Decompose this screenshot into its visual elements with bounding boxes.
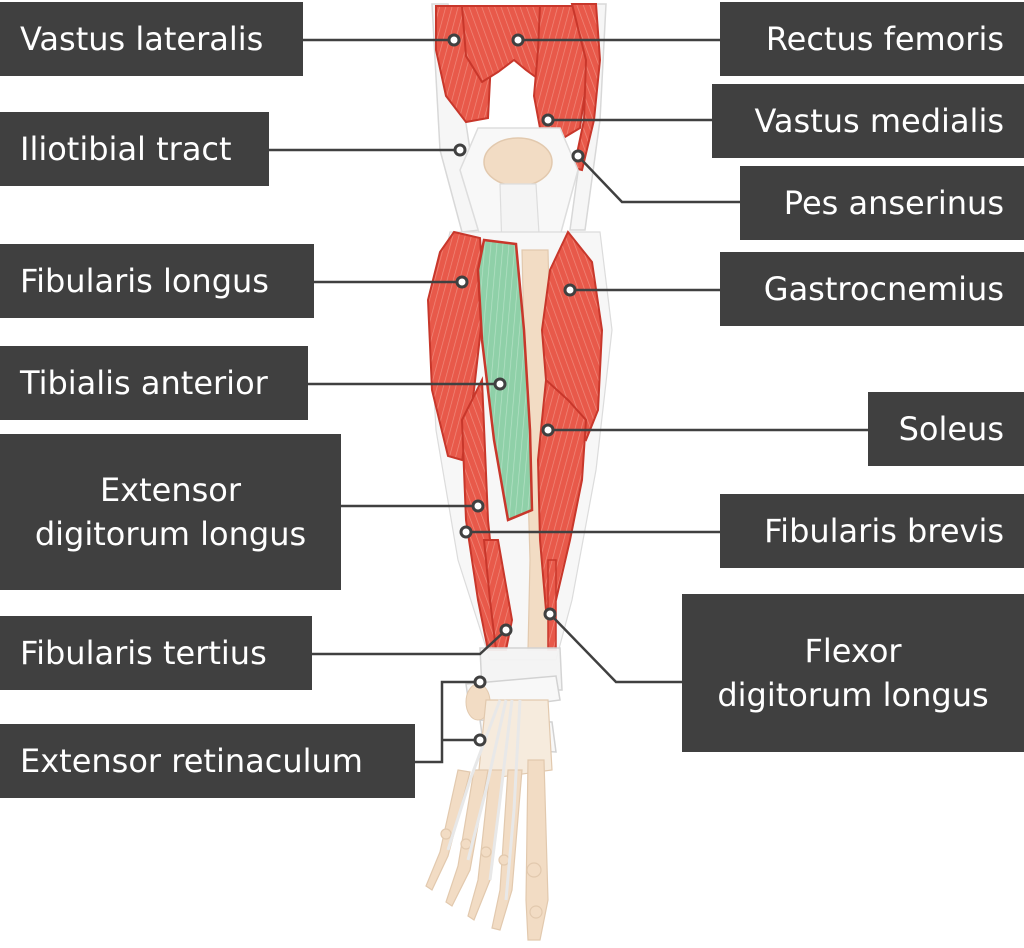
label-text: Vastus medialis: [754, 101, 1004, 140]
marker-fibularis-longus: [455, 275, 469, 289]
label-tibialis-anterior: Tibialis anterior: [0, 346, 308, 420]
label-rectus-femoris: Rectus femoris: [720, 2, 1024, 76]
marker-tibialis-anterior: [493, 377, 507, 391]
label-text: Extensor retinaculum: [20, 741, 363, 780]
label-vastus-lateralis: Vastus lateralis: [0, 2, 303, 76]
label-text: Rectus femoris: [765, 19, 1004, 58]
label-pes-anserinus: Pes anserinus: [740, 166, 1024, 240]
marker-vastus-medialis: [541, 113, 555, 127]
marker-gastrocnemius: [563, 283, 577, 297]
label-fibularis-brevis: Fibularis brevis: [720, 494, 1024, 568]
label-fibularis-tertius: Fibularis tertius: [0, 616, 312, 690]
label-text: Fibularis longus: [20, 261, 269, 300]
label-text: Iliotibial tract: [20, 129, 232, 168]
marker-flexor-digitorum-longus: [543, 607, 557, 621]
label-extensor-digitorum-longus: Extensor digitorum longus: [0, 434, 341, 590]
label-text: Vastus lateralis: [20, 19, 264, 58]
label-flexor-digitorum-longus: Flexor digitorum longus: [682, 594, 1024, 752]
marker-soleus: [541, 423, 555, 437]
leader-fibularis-tertius: [312, 629, 507, 656]
marker-pes-anserinus: [571, 149, 585, 163]
label-extensor-retinaculum: Extensor retinaculum: [0, 724, 415, 798]
label-text: Fibularis tertius: [20, 633, 267, 672]
label-text: Soleus: [898, 409, 1004, 448]
marker-iliotibial-tract: [453, 143, 467, 157]
label-text-line-1: Extensor: [99, 470, 242, 509]
sartorius-shape: [570, 3, 602, 172]
label-text-line-1: Flexor: [804, 631, 902, 670]
foot-tendons: [446, 699, 522, 901]
label-soleus: Soleus: [868, 392, 1024, 466]
marker-extensor-retinaculum-1: [473, 675, 487, 689]
label-fibularis-longus: Fibularis longus: [0, 244, 314, 318]
label-text: Pes anserinus: [783, 183, 1004, 222]
marker-vastus-lateralis: [447, 33, 461, 47]
leader-pes-anserinus: [577, 155, 742, 204]
label-text: Gastrocnemius: [763, 269, 1004, 308]
marker-fibularis-tertius: [499, 623, 513, 637]
marker-rectus-femoris: [511, 33, 525, 47]
leader-extensor-retinaculum: [414, 680, 480, 764]
label-gastrocnemius: Gastrocnemius: [720, 252, 1024, 326]
label-text-line-2: digitorum longus: [717, 676, 989, 714]
soleus-shape: [536, 377, 588, 613]
label-iliotibial-tract: Iliotibial tract: [0, 112, 269, 186]
marker-fibularis-brevis: [459, 525, 473, 539]
label-text: Fibularis brevis: [764, 511, 1004, 550]
leader-flexor-digitorum-longus: [549, 613, 682, 684]
label-text: Tibialis anterior: [20, 363, 268, 402]
marker-extensor-retinaculum-2: [473, 733, 487, 747]
label-vastus-medialis: Vastus medialis: [712, 84, 1024, 158]
marker-extensor-digitorum-longus: [471, 499, 485, 513]
label-text-line-2: digitorum longus: [34, 515, 307, 553]
